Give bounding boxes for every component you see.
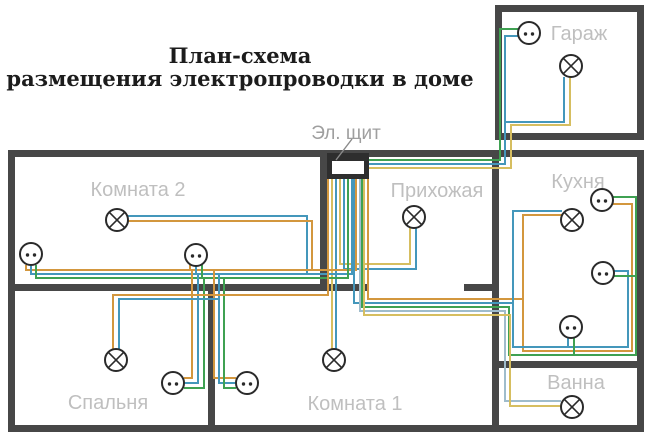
wall: [208, 291, 215, 425]
wall: [492, 157, 499, 425]
panel-pointer-line: [335, 138, 353, 161]
wire: [213, 270, 236, 379]
lamp-cross-line: [562, 57, 580, 75]
wire: [118, 298, 219, 349]
socket-icon: [19, 242, 43, 266]
wall: [8, 150, 644, 157]
wall: [495, 5, 644, 12]
room-label-bedroom: Спальня: [68, 392, 148, 414]
wire: [343, 179, 417, 270]
lamp-cross-line: [563, 398, 581, 416]
wire: [363, 179, 561, 407]
lamp-cross-line: [108, 211, 126, 229]
wire: [522, 214, 562, 299]
socket-pin-dot: [190, 254, 195, 258]
room-label-garage: Гараж: [551, 23, 608, 45]
socket-pin-dot: [197, 254, 202, 258]
socket-pin-dot: [174, 382, 179, 386]
socket-icon: [591, 261, 615, 285]
socket-pin-dot: [530, 32, 535, 36]
lamp-cross-line: [405, 208, 423, 226]
socket-pin-dot: [565, 326, 570, 330]
socket-pin-dot: [523, 32, 528, 36]
socket-icon: [559, 315, 583, 339]
socket-icon: [590, 188, 614, 212]
socket-icon: [517, 21, 541, 45]
wall: [499, 361, 637, 368]
room-label-room-1: Комната 1: [308, 393, 403, 415]
lamp-cross-line: [107, 351, 125, 369]
wire: [184, 270, 193, 379]
socket-icon: [184, 243, 208, 267]
socket-pin-dot: [572, 326, 577, 330]
electrical-panel-window: [332, 161, 364, 174]
room-label-room-2: Комната 2: [91, 179, 186, 201]
lamp-cross-line: [563, 211, 581, 229]
lamp-cross-line: [325, 351, 343, 369]
wire: [359, 179, 561, 402]
diagram-title: План-схема размещения электропроводки в …: [0, 44, 480, 90]
title-line-1: План-схема: [168, 43, 312, 68]
wall: [8, 425, 644, 432]
wire: [505, 77, 565, 123]
wire: [353, 179, 629, 348]
wire: [184, 278, 205, 389]
panel-label: Эл. щит: [311, 123, 381, 144]
room-label-bath: Ванна: [547, 372, 606, 394]
wall: [320, 157, 327, 290]
socket-pin-dot: [241, 382, 246, 386]
socket-pin-dot: [603, 199, 608, 203]
wire: [218, 274, 236, 384]
socket-pin-dot: [604, 272, 609, 276]
wall: [464, 284, 495, 291]
socket-icon: [161, 371, 185, 395]
wall: [637, 150, 644, 432]
wire: [184, 274, 199, 384]
room-label-hallway: Прихожая: [391, 180, 484, 202]
socket-pin-dot: [167, 382, 172, 386]
room-label-kitchen: Кухня: [551, 171, 605, 193]
socket-icon: [235, 371, 259, 395]
socket-pin-dot: [32, 253, 37, 257]
wire: [369, 35, 519, 165]
wall: [8, 150, 15, 432]
socket-pin-dot: [248, 382, 253, 386]
wire: [112, 179, 329, 349]
wall: [495, 133, 644, 140]
wall: [637, 5, 644, 140]
wire: [339, 179, 411, 265]
wire: [223, 278, 236, 389]
wire: [128, 215, 308, 274]
title-line-2: размещения электропроводки в доме: [6, 66, 474, 91]
wire: [367, 179, 633, 352]
wall: [495, 5, 502, 140]
wire: [369, 28, 519, 161]
wire: [369, 77, 571, 169]
socket-pin-dot: [25, 253, 30, 257]
socket-pin-dot: [596, 199, 601, 203]
socket-pin-dot: [597, 272, 602, 276]
wire: [128, 220, 313, 270]
wire: [512, 210, 562, 303]
